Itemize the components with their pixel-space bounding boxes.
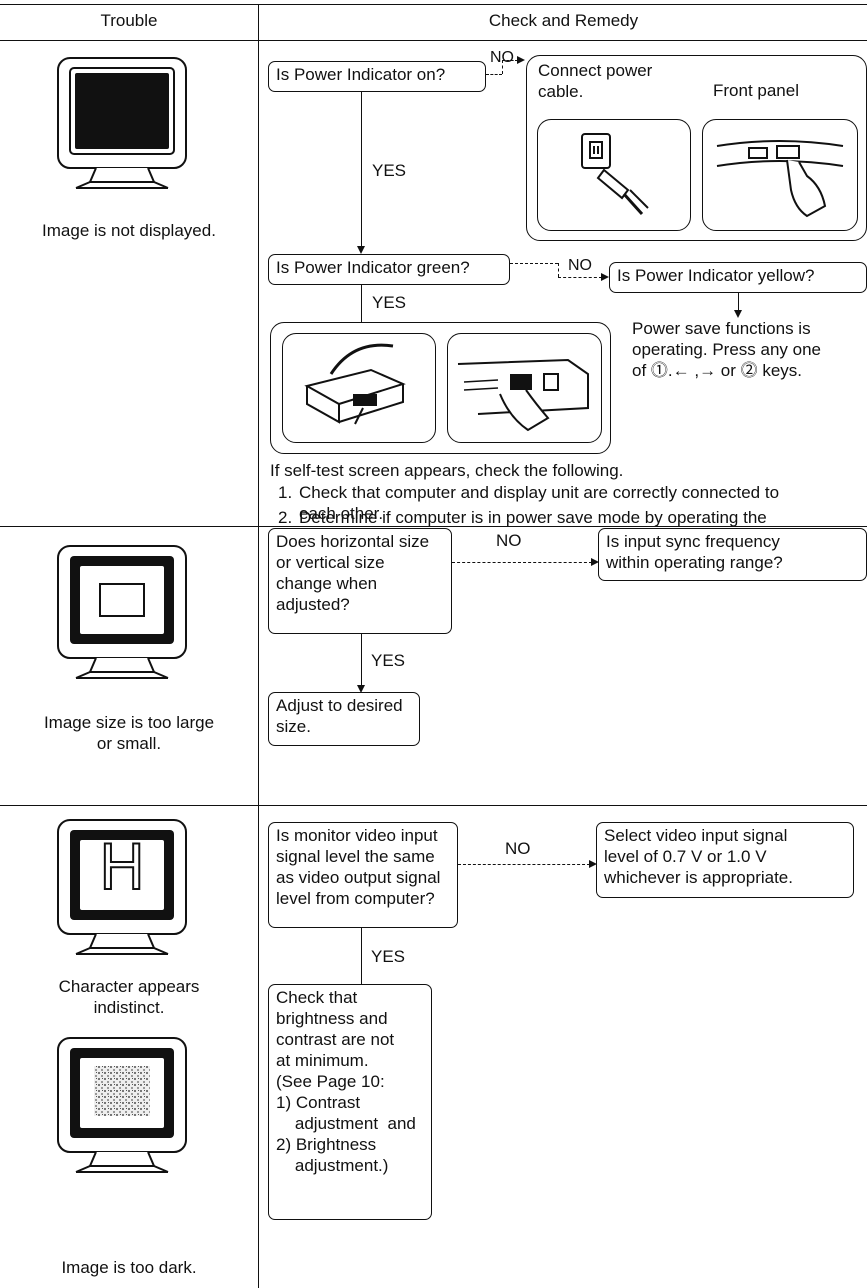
header-trouble: Trouble (100, 11, 158, 30)
select-signal-level-text: Select video input signal level of 0.7 V… (604, 826, 793, 887)
caption-too-dark: Image is too dark. (61, 1258, 197, 1277)
caption-size: Image size is too large or small. (43, 713, 215, 753)
self-test-text: If self-test screen appears, check the f… (270, 461, 624, 480)
front-panel-label: Front panel (713, 81, 799, 100)
caption-not-displayed: Image is not displayed. (42, 221, 216, 240)
item1-text: Check that computer and display unit are… (299, 483, 780, 523)
q-power-indicator-on-text: Is Power Indicator on? (276, 65, 446, 84)
yes-connector-2 (361, 285, 362, 323)
label-no-2: NO (568, 257, 592, 274)
no-connector-level (458, 864, 590, 865)
q-signal-level: Is monitor video input signal level the … (268, 822, 458, 928)
yes-arrow-1 (357, 246, 365, 254)
yes-connector-size (361, 634, 362, 686)
yellow-connector (738, 293, 739, 311)
monitor-blank-icon (57, 57, 187, 189)
row2-bottom-rule (0, 805, 867, 806)
no-connector-size (452, 562, 592, 563)
q-size-change-text: Does horizontal size or vertical size ch… (276, 532, 430, 614)
front-panel-switch-icon (716, 140, 844, 218)
label-yes-1: YES (372, 161, 407, 180)
display-cable-illustration (447, 333, 602, 443)
no-connector-1-top (502, 60, 518, 61)
yellow-arrow (734, 310, 742, 318)
front-panel-illustration (702, 119, 858, 231)
row1-bottom-rule (0, 526, 867, 527)
power-save-text: Power save functions is operating. Press… (632, 319, 822, 380)
plug-icon (581, 133, 649, 216)
power-cable-illustration (537, 119, 691, 231)
no-arrow-size (591, 558, 599, 566)
display-connector-icon (457, 358, 589, 432)
no-arrow-1 (517, 56, 525, 64)
yes-connector-1 (361, 92, 362, 247)
no-connector-2-low (558, 277, 602, 278)
label-yes-2: YES (372, 293, 407, 312)
label-no-size: NO (496, 531, 522, 550)
connector-back-icon (304, 343, 406, 425)
monitor-dark-icon (57, 1037, 187, 1173)
connect-power-text: Connect power cable. (538, 61, 653, 101)
q-sync-frequency: Is input sync frequency within operating… (598, 528, 867, 581)
caption-indistinct: Character appears indistinct. (58, 977, 200, 1017)
label-yes-level: YES (371, 947, 406, 966)
computer-cable-illustration (282, 333, 436, 443)
header-remedy: Check and Remedy (488, 11, 639, 30)
no-arrow-2 (601, 273, 609, 281)
no-connector-2-drop (558, 263, 559, 277)
column-divider (258, 4, 259, 1288)
q-power-indicator-green: Is Power Indicator green? (268, 254, 510, 285)
label-yes-size: YES (371, 651, 406, 670)
select-signal-level: Select video input signal level of 0.7 V… (596, 822, 854, 898)
check-brightness-text: Check that brightness and contrast are n… (276, 988, 416, 1175)
q-power-indicator-yellow-text: Is Power Indicator yellow? (617, 266, 815, 285)
adjust-size-text: Adjust to desired size. (276, 696, 403, 736)
yes-connector-level (361, 928, 362, 984)
q-power-indicator-yellow: Is Power Indicator yellow? (609, 262, 867, 293)
adjust-size-box: Adjust to desired size. (268, 692, 420, 746)
check-brightness-box: Check that brightness and contrast are n… (268, 984, 432, 1220)
item2-number: 2. (278, 508, 293, 527)
monitor-letter-icon (57, 819, 187, 955)
q-size-change: Does horizontal size or vertical size ch… (268, 528, 452, 634)
q-signal-level-text: Is monitor video input signal level the … (276, 826, 441, 908)
connection-check-panel (270, 322, 611, 454)
item1-number: 1. (278, 483, 293, 502)
monitor-letter: H (98, 831, 147, 904)
label-no-1: NO (490, 49, 514, 66)
q-power-indicator-on: Is Power Indicator on? (268, 61, 486, 92)
no-connector-1 (486, 74, 502, 75)
table-top-rule (0, 4, 867, 5)
yes-arrow-size (357, 685, 365, 693)
no-connector-2 (510, 263, 558, 264)
header-bottom-rule (0, 40, 867, 41)
no-arrow-level (589, 860, 597, 868)
monitor-small-image-icon (57, 545, 187, 679)
q-power-indicator-green-text: Is Power Indicator green? (276, 258, 470, 277)
label-no-level: NO (505, 839, 531, 858)
q-sync-frequency-text: Is input sync frequency within operating… (606, 532, 783, 572)
no-connector-1-rise (502, 60, 503, 74)
